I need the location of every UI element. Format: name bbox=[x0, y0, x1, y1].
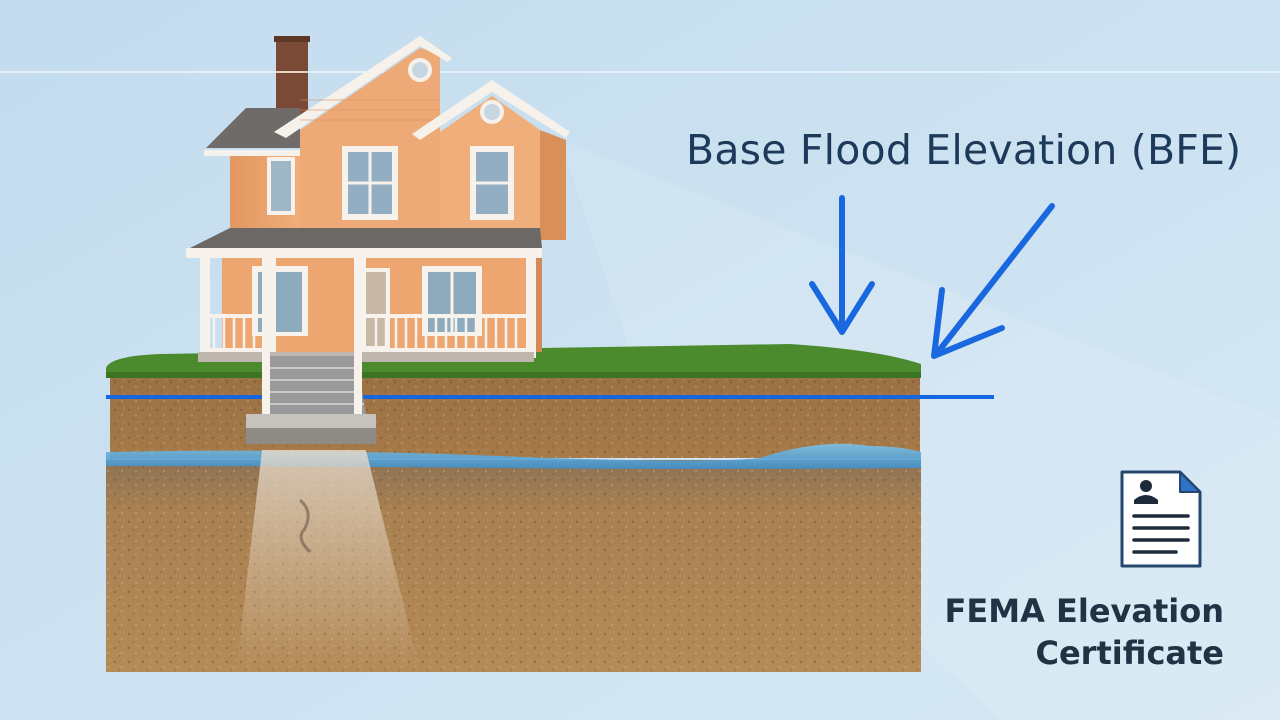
house bbox=[186, 36, 570, 444]
certificate-label-line2: Certificate bbox=[1035, 634, 1224, 672]
document-icon bbox=[1120, 470, 1202, 568]
bfe-label: Base Flood Elevation (BFE) bbox=[686, 126, 1242, 174]
certificate-label-line1: FEMA Elevation bbox=[944, 592, 1224, 630]
certificate-label: FEMA Elevation Certificate bbox=[945, 590, 1224, 674]
arrow-down-icon bbox=[931, 203, 1055, 359]
seepage-beam bbox=[236, 450, 420, 672]
arrow-down-icon bbox=[809, 195, 875, 335]
porch-roof bbox=[190, 228, 542, 248]
ground-cross-section bbox=[106, 344, 921, 672]
chimney bbox=[276, 36, 308, 116]
front-stairs bbox=[246, 258, 376, 444]
porch-railing bbox=[204, 314, 528, 352]
stair-landing bbox=[246, 414, 376, 428]
